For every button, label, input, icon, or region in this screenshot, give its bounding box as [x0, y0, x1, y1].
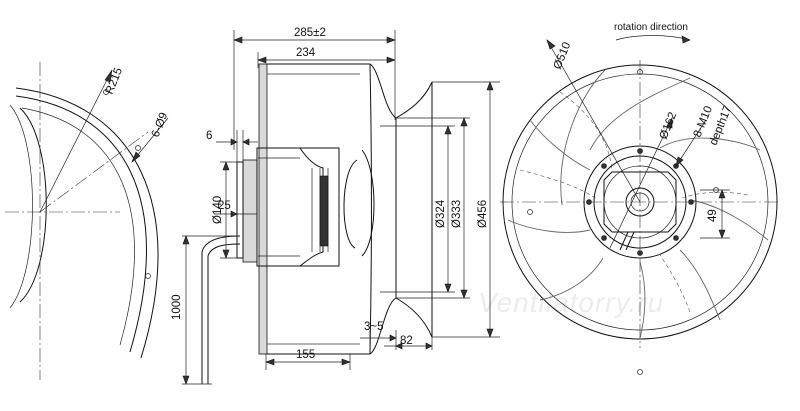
side-view: R215 6-Ø9	[5, 62, 170, 380]
dim-motor-diameter: Ø140	[212, 196, 224, 224]
dim-offset: 25	[218, 200, 231, 212]
dim-d3: Ø456	[477, 200, 489, 228]
dim-d2: Ø333	[451, 200, 463, 228]
dim-flange-thickness: 6	[206, 130, 212, 142]
dim-outer-diameter: Ø510	[552, 41, 574, 72]
dim-hub-diameter: Ø162	[658, 111, 680, 142]
watermark: Ventilatorry.ru	[478, 287, 664, 318]
rotation-label: rotation direction	[614, 22, 688, 33]
dim-inlet-depth: 82	[400, 335, 413, 347]
dim-overall-length: 285±2	[294, 27, 326, 39]
dim-radius: R215	[104, 66, 125, 96]
dim-impeller-length: 234	[296, 47, 316, 59]
dim-gap: 3~5	[364, 321, 384, 333]
front-view: 285±2 234 Ø324 Ø333	[171, 27, 500, 385]
dim-d1: Ø324	[435, 199, 447, 228]
dim-bottom-length: 155	[296, 349, 315, 361]
dim-cable-length: 1000	[171, 294, 183, 320]
dim-holes: 6-Ø9	[150, 111, 171, 139]
rear-view: rotation direction	[500, 22, 780, 375]
dim-offset-49: 49	[707, 209, 719, 222]
